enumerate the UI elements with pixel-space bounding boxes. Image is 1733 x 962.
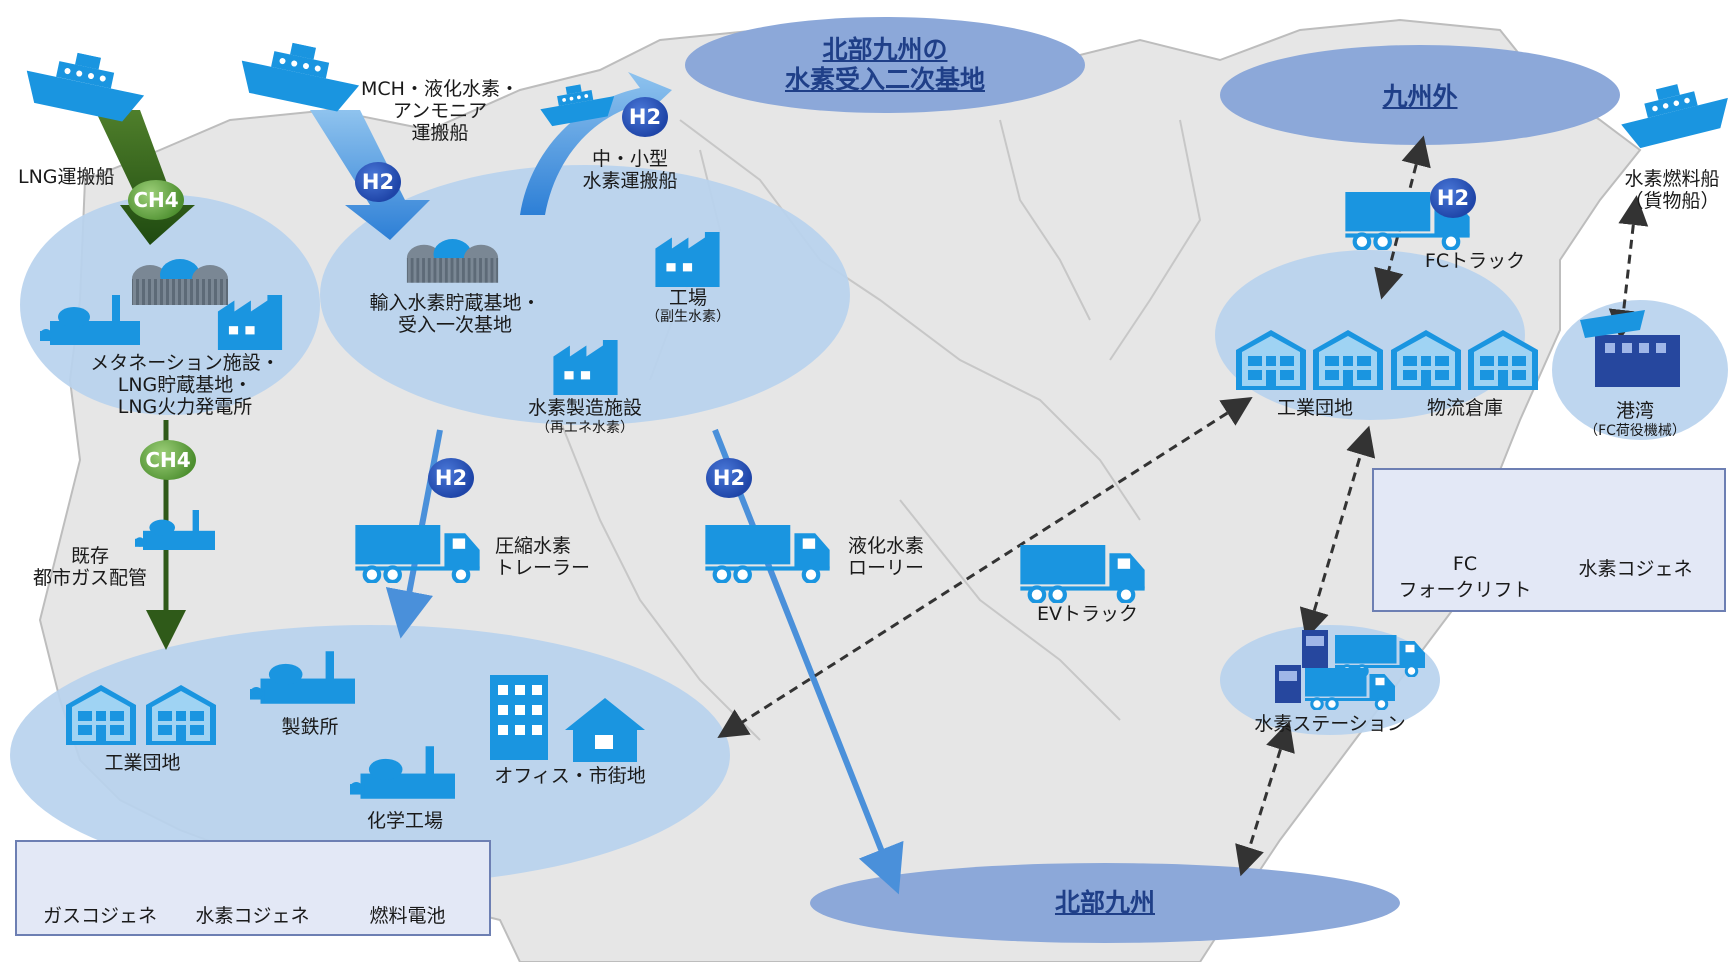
hydrogen-tank-icon [406, 239, 499, 283]
methanation-label-line-3: LNG火力発電所 [117, 396, 253, 418]
methanation-label: メタネーション施設・ LNG貯蔵基地・ LNG火力発電所 [70, 352, 300, 418]
pipeline-label-line-1: 既存 [70, 545, 109, 567]
outside-kyushu-title: 九州外 [1382, 82, 1458, 111]
steel-plant-label: 製鉄所 [281, 716, 339, 738]
title-ellipse-outside-kyushu [1220, 45, 1620, 145]
east-industrial-label: 工業団地 [1276, 397, 1353, 419]
byproduct-factory-sublabel: （副生水素） [646, 309, 730, 325]
fuel-ship-route-arrow [1608, 195, 1649, 340]
ev-truck-label: EVトラック [1036, 603, 1138, 625]
ch4-badge-ship: CH4 [128, 180, 184, 220]
byproduct-factory-label: 工場 [668, 287, 707, 309]
hydrogen-station-icon [1275, 630, 1328, 703]
east-equipment-panel [1372, 468, 1726, 612]
hydrogen-station-label: 水素ステーション [1254, 713, 1406, 735]
secondary-base-title-line-1: 北部九州の [822, 35, 948, 64]
lng-tank-icon [132, 259, 228, 305]
pipeline-label-line-2: 都市ガス配管 [32, 567, 147, 589]
port-label: 港湾 [1615, 400, 1654, 422]
forklift-label-line-1: FC [1452, 553, 1478, 575]
methanation-label-line-2: LNG貯蔵基地・ [117, 374, 253, 396]
forklift-label-line-2: フォークリフト [1398, 579, 1532, 601]
lorry-label-line-2: ローリー [848, 557, 925, 579]
trailer-arrow [385, 429, 443, 639]
small-ship-label-line-1: 中・小型 [591, 148, 668, 170]
carrier-ship-icon [235, 33, 365, 115]
pipeline-label: 既存 都市ガス配管 [15, 545, 165, 589]
fc-truck-label: FCトラック [1424, 250, 1526, 272]
region-east-industrial [1215, 250, 1525, 420]
consumer-equipment-panel [15, 840, 491, 936]
trailer-label-line-1: 圧縮水素 [495, 535, 572, 557]
warehouse-label: 物流倉庫 [1426, 397, 1503, 419]
lorry-label: 液化水素 ローリー [848, 535, 924, 579]
import-storage-label-line-2: 受入一次基地 [397, 314, 512, 336]
forklift-label: FC フォークリフト [1375, 553, 1555, 601]
west-industrial-label: 工業団地 [104, 752, 181, 774]
station-north-arrow [1235, 720, 1295, 877]
region-ellipses [10, 17, 1728, 943]
production-facility-label: 水素製造施設 [527, 397, 642, 419]
methanation-label-line-1: メタネーション施設・ [90, 352, 280, 374]
secondary-base-title: 北部九州の 水素受入二次基地 [735, 35, 1035, 95]
carrier-ship-label-line-2: アンモニア [392, 100, 488, 122]
port-crane-icon [1580, 310, 1680, 387]
fuel-ship-label-line-2: （貨物船） [1624, 190, 1720, 212]
trailer-label-line-2: トレーラー [495, 557, 591, 579]
secondary-base-title-line-2: 水素受入二次基地 [784, 65, 985, 94]
small-carrier-arrow [520, 72, 672, 215]
fuel-cell-label: 燃料電池 [369, 905, 446, 927]
title-ellipse-north-kyushu [810, 863, 1400, 943]
trailer-label: 圧縮水素 トレーラー [495, 535, 590, 579]
region-methanation [20, 195, 320, 415]
carrier-ship-label-line-1: MCH・液化水素・ [361, 78, 519, 100]
fc-truck-route-arrow [1374, 135, 1431, 300]
small-ship-label-line-2: 水素運搬船 [582, 170, 678, 192]
port-sublabel: （FC荷役機械） [1584, 423, 1686, 439]
title-ellipse-secondary-base [685, 17, 1085, 113]
house-icon [565, 698, 645, 762]
production-facility-sublabel: （再エネ水素） [536, 420, 634, 436]
import-storage-label: 輸入水素貯蔵基地・ 受入一次基地 [345, 292, 565, 336]
lorry-label-line-1: 液化水素 [848, 535, 925, 557]
fuel-ship-label-line-1: 水素燃料船 [1624, 168, 1720, 190]
office-tower-icon [490, 675, 548, 760]
ev-route-arrow [717, 396, 1253, 739]
h2-badge-lorry: H2 [706, 458, 752, 498]
fuel-ship-label: 水素燃料船 （貨物船） [1612, 168, 1732, 212]
import-storage-label-line-1: 輸入水素貯蔵基地・ [369, 292, 541, 314]
ch4-badge-pipeline: CH4 [140, 440, 196, 480]
north-kyushu-title: 北部九州 [1054, 888, 1155, 917]
carrier-ship-label: MCH・液化水素・ アンモニア 運搬船 [350, 78, 530, 144]
region-import-base [320, 165, 850, 425]
carrier-ship-label-line-3: 運搬船 [411, 122, 469, 144]
h2-badge-carrier: H2 [355, 162, 401, 202]
h2-badge-trailer: H2 [428, 458, 474, 498]
h2-badge-small-ship: H2 [622, 97, 668, 137]
gas-cogen-label: ガスコジェネ [42, 905, 157, 927]
small-ship-label: 中・小型 水素運搬船 [560, 148, 700, 192]
station-industrial-arrow [1299, 425, 1376, 640]
region-consumers-west [10, 625, 730, 885]
office-label: オフィス・市街地 [494, 765, 646, 787]
hydrogen-cogen-label: 水素コジェネ [195, 905, 310, 927]
chemical-plant-label: 化学工場 [366, 810, 443, 832]
east-cogen-label: 水素コジェネ [1578, 558, 1693, 580]
h2-badge-fc-truck: H2 [1430, 178, 1476, 218]
fuel-ship-icon [1614, 73, 1733, 152]
lng-ship-label: LNG運搬船 [18, 166, 115, 188]
